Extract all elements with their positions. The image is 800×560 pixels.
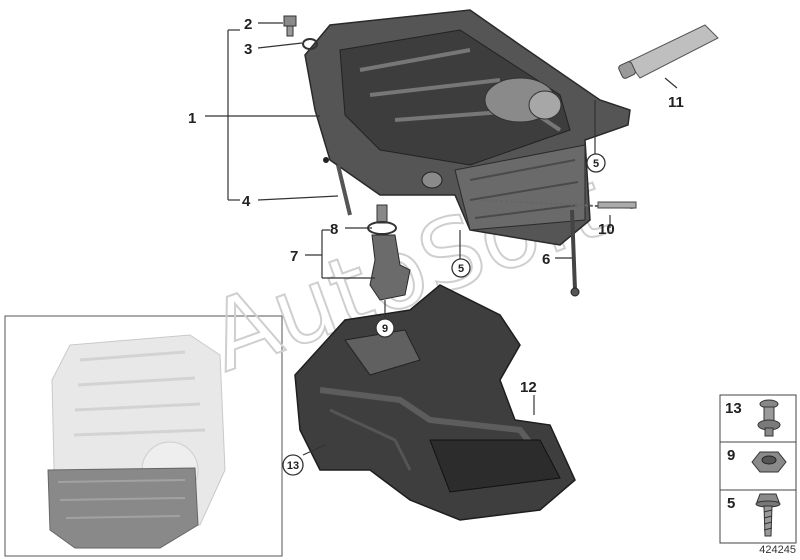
sealant-tube: [618, 24, 719, 79]
seal-ring: [302, 38, 318, 50]
legend-label-13: 13: [725, 400, 742, 417]
guide-pin: [336, 164, 352, 216]
callout-7: 7: [290, 248, 298, 265]
callout-12: 12: [520, 379, 537, 396]
bolt-10: [479, 199, 636, 209]
hex-nut-icon: [751, 451, 787, 473]
fastener-legend: 13 9 5: [719, 394, 797, 544]
callout-13-circled: 13: [287, 460, 299, 472]
diagram-number: 424245: [759, 544, 796, 556]
bolt-6: [570, 209, 577, 291]
legend-label-5: 5: [727, 495, 735, 512]
underbody-shield: [294, 284, 576, 521]
callout-8: 8: [330, 221, 338, 238]
callout-3: 3: [244, 41, 252, 58]
callout-5-circled-lower: 5: [458, 263, 464, 275]
callout-2: 2: [244, 16, 252, 33]
callout-6: 6: [542, 251, 550, 268]
engine-block-sketch: [47, 334, 226, 549]
leader-lines: [205, 22, 678, 456]
callout-10: 10: [598, 221, 615, 238]
clip-fastener-icon: [757, 399, 781, 437]
drain-plug: [283, 15, 297, 37]
callout-9-circled: 9: [382, 323, 388, 335]
engine-inset: [4, 315, 283, 557]
callout-5-circled-upper: 5: [593, 158, 599, 170]
callout-1: 1: [188, 110, 196, 127]
legend-label-9: 9: [727, 447, 735, 464]
oil-pan: [304, 9, 631, 246]
callout-4: 4: [242, 193, 251, 210]
callout-11: 11: [668, 94, 684, 111]
bolt-icon: [755, 493, 781, 537]
